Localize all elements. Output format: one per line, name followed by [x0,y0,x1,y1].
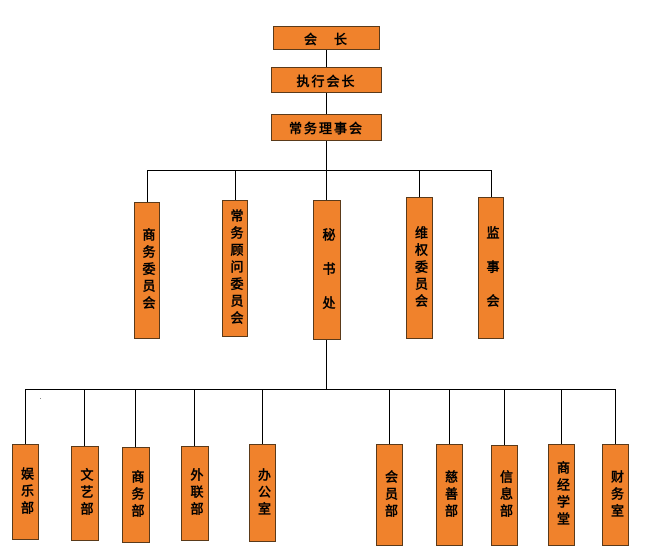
box-liaison-dept: 外联部 [181,446,209,541]
box-finance-office: 财务室 [602,444,629,546]
box-rights-committee: 维权委员会 [406,197,433,339]
box-business-dept: 商务部 [122,447,150,543]
connector-drop-office [262,389,263,444]
box-arts-dept: 文艺部 [71,446,99,541]
box-standing-council: 常务理事会 [271,114,382,141]
connector-drop-entertainment [25,389,26,444]
connector-level2-bus [147,170,491,171]
connector-level3-bus [25,389,615,390]
connector-exec-council [326,92,327,114]
connector-drop-arts [84,389,85,446]
box-info-dept: 信息部 [491,445,518,546]
connector-drop-advisory [235,170,236,200]
box-membership-dept: 会员部 [376,444,403,546]
box-charity-dept: 慈善部 [436,444,463,546]
box-president: 会 长 [273,26,380,50]
connector-drop-economics [561,389,562,444]
connector-drop-secretariat [326,170,327,200]
box-economics-office: 商经学堂 [548,444,575,546]
connector-drop-business [135,389,136,447]
stray-dot [40,398,41,399]
box-advisory-committee: 常务顾问委员会 [222,200,248,337]
box-secretariat: 秘 书 处 [313,200,341,340]
connector-drop-rights [419,170,420,197]
box-supervisory-board: 监 事 会 [478,197,504,339]
connector-drop-membership [389,389,390,444]
connector-drop-info [504,389,505,445]
connector-council-down [326,140,327,170]
connector-secretariat-down [326,339,327,389]
box-office: 办公室 [249,444,276,542]
box-entertainment-dept: 娱乐部 [12,444,39,540]
connector-drop-supervisory [491,170,492,197]
connector-drop-finance [615,389,616,444]
connector-president-exec [326,49,327,67]
connector-drop-commerce [147,170,148,202]
box-executive-president: 执行会长 [271,67,382,93]
connector-drop-liaison [194,389,195,446]
connector-drop-charity [449,389,450,444]
box-commerce-committee: 商务委员会 [134,202,160,339]
